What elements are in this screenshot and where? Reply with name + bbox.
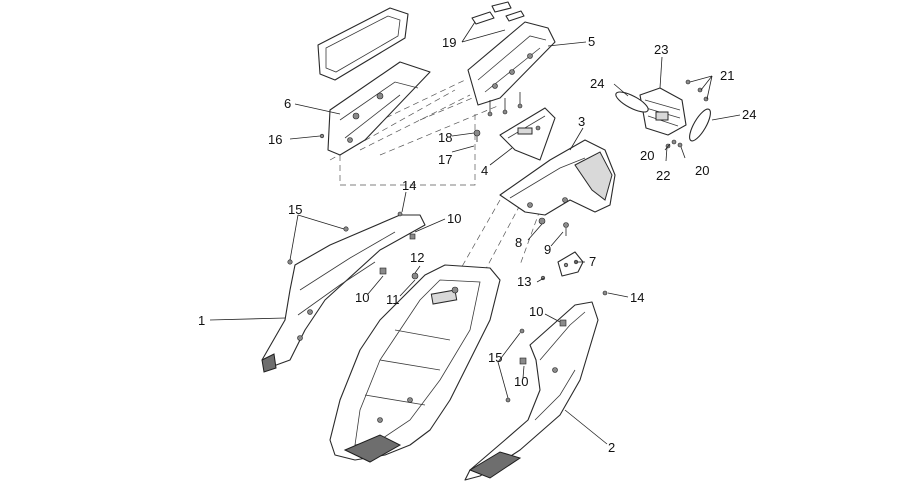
callout-10-d: 10 [514, 374, 528, 389]
part-24-reflectors [615, 91, 711, 142]
callout-20-b: 20 [695, 163, 709, 178]
callout-22: 22 [656, 168, 670, 183]
callout-24-b: 24 [742, 107, 756, 122]
part-4-tail-cap [499, 107, 556, 161]
callout-20-a: 20 [640, 148, 654, 163]
callout-24-a: 24 [590, 76, 604, 91]
callout-14-a: 14 [402, 178, 416, 193]
callout-4: 4 [481, 163, 488, 178]
callout-21: 21 [720, 68, 734, 83]
callout-11: 11 [386, 292, 400, 307]
callout-23: 23 [654, 42, 668, 57]
callout-17: 17 [438, 152, 452, 167]
part-2-right-side-cover [464, 301, 599, 481]
part-3-rear-bracket [499, 139, 616, 216]
part-7-bracket-plate [557, 251, 584, 277]
misc-fasteners [287, 133, 608, 403]
part-8-9-fasteners [538, 217, 569, 236]
callout-6: 6 [284, 96, 291, 111]
callout-10-c: 10 [529, 304, 543, 319]
callout-15-b: 15 [488, 350, 502, 365]
callout-19: 19 [442, 35, 456, 50]
callout-8: 8 [515, 235, 522, 250]
callout-5: 5 [588, 34, 595, 49]
part-21-screws [685, 79, 709, 102]
part-5-right-tail-panel [467, 21, 556, 117]
callout-16: 16 [268, 132, 282, 147]
callout-13: 13 [517, 274, 531, 289]
leader-lines [209, 21, 741, 445]
callout-15-a: 15 [288, 202, 302, 217]
part-20-22-nuts [665, 139, 683, 149]
callout-labels: 1 2 3 4 5 6 7 8 9 10 10 10 10 11 12 13 1… [198, 34, 756, 455]
callout-1: 1 [198, 313, 205, 328]
part-19-stickers [471, 1, 525, 25]
callout-10-b: 10 [355, 290, 369, 305]
callout-9: 9 [544, 242, 551, 257]
callout-10-a: 10 [447, 211, 461, 226]
part-1-left-rail [261, 214, 426, 373]
callout-7: 7 [589, 254, 596, 269]
callout-14-b: 14 [630, 290, 644, 305]
rear-frame-tray [329, 264, 501, 463]
callout-18: 18 [438, 130, 452, 145]
part-6-left-tail-panel [317, 7, 431, 156]
callout-12: 12 [410, 250, 424, 265]
callout-3: 3 [578, 114, 585, 129]
callout-2: 2 [608, 440, 615, 455]
